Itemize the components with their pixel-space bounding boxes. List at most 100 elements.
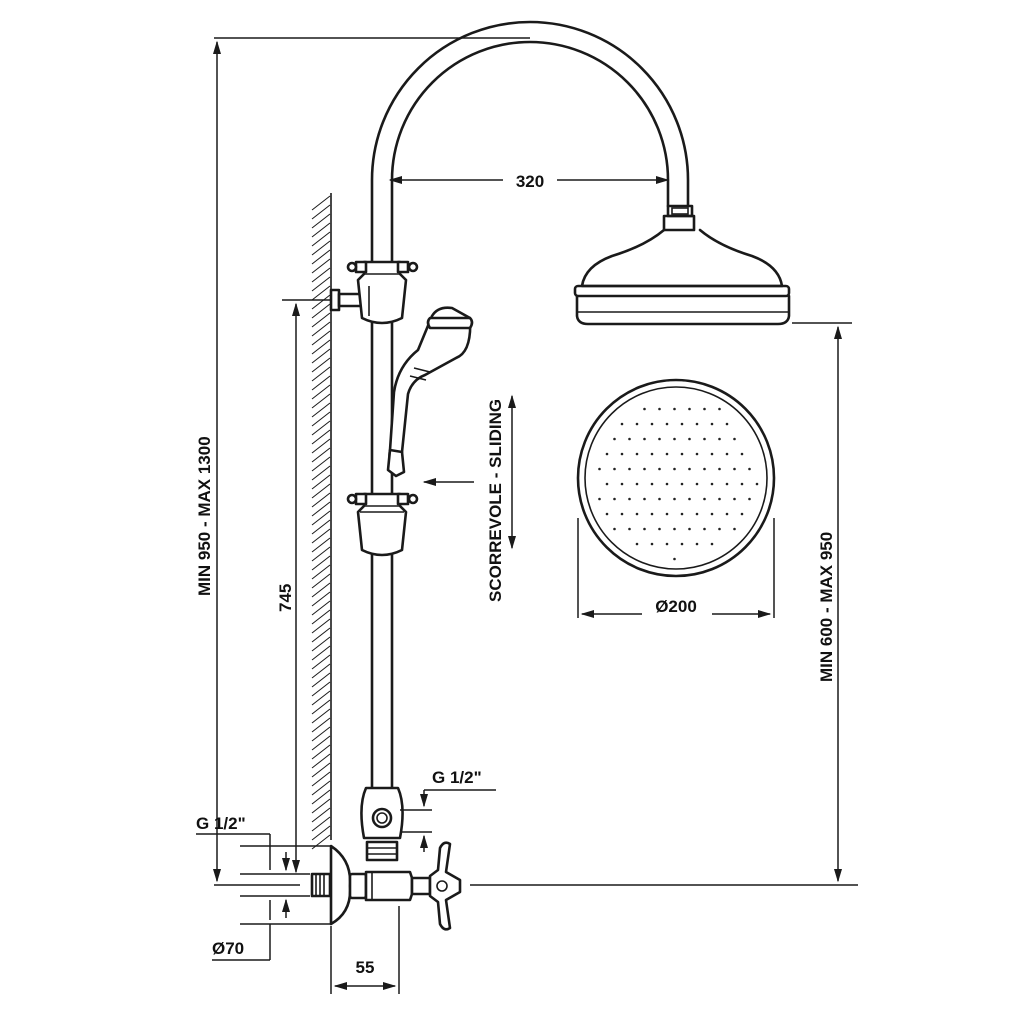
wall-hatching: [311, 195, 331, 850]
hatch-line: [311, 366, 331, 382]
nozzle-dot: [620, 482, 624, 486]
nozzle-dot: [710, 422, 714, 426]
nozzle-dot: [658, 467, 661, 471]
hatch-line: [311, 465, 331, 481]
hatch-line: [311, 735, 331, 751]
hatch-line: [311, 537, 331, 553]
wall-connection-label: G 1/2": [196, 814, 246, 833]
nozzle-dot: [613, 497, 616, 501]
hatch-line: [311, 456, 331, 472]
nozzle-dot: [635, 542, 639, 546]
hatch-line: [311, 303, 331, 319]
nozzle-dot: [733, 467, 736, 471]
rail-height-dimension: 745: [276, 299, 330, 874]
nozzle-dot: [718, 527, 721, 531]
wall-offset-dimension: 55: [330, 906, 400, 994]
wall: [311, 193, 332, 850]
outlet-connection-label: G 1/2": [432, 768, 482, 787]
nozzle-dot: [680, 422, 684, 426]
nozzle-dot: [628, 527, 631, 531]
hatch-line: [311, 780, 331, 796]
hatch-line: [311, 375, 331, 391]
hatch-line: [311, 249, 331, 265]
nozzle-dot: [635, 452, 639, 456]
nozzle-dot: [748, 467, 751, 471]
wall-connection-dimension: G 1/2": [196, 814, 310, 918]
hatch-line: [311, 285, 331, 301]
hatch-line: [311, 699, 331, 715]
nozzle-dot: [680, 452, 684, 456]
nozzle-dot: [628, 497, 631, 501]
hatch-line: [311, 411, 331, 427]
hatch-line: [311, 798, 331, 814]
nozzle-dot: [665, 482, 669, 486]
hatch-line: [311, 573, 331, 589]
nozzle-dot: [650, 422, 654, 426]
nozzle-dot: [718, 407, 721, 411]
flange-diameter-dimension: Ø70: [212, 845, 330, 961]
nozzle-dot: [688, 407, 691, 411]
nozzle-dot: [620, 452, 624, 456]
nozzle-dot: [755, 482, 759, 486]
nozzle-dot: [673, 557, 676, 561]
nozzle-dot: [665, 452, 669, 456]
flange-diameter-label: Ø70: [212, 939, 244, 958]
hatch-line: [311, 636, 331, 652]
hatch-line: [311, 762, 331, 778]
head-height-label: MIN 600 - MAX 950: [817, 532, 836, 682]
nozzle-dot: [643, 467, 646, 471]
nozzle-dot: [718, 467, 721, 471]
hatch-line: [311, 609, 331, 625]
hatch-line: [311, 204, 331, 220]
nozzle-dot: [673, 467, 676, 471]
nozzle-dot: [740, 482, 744, 486]
hatch-line: [311, 510, 331, 526]
hatch-line: [311, 825, 331, 841]
hatch-line: [311, 348, 331, 364]
hatch-line: [311, 816, 331, 832]
nozzle-dot: [635, 422, 639, 426]
nozzle-dot: [703, 467, 706, 471]
nozzle-dot: [665, 542, 669, 546]
shower-arm: [370, 20, 690, 264]
nozzle-dot: [673, 527, 676, 531]
nozzle-dot: [620, 512, 624, 516]
nozzle-dot: [725, 422, 729, 426]
head-diameter-label: Ø200: [655, 597, 697, 616]
shower-head-nozzles: [598, 407, 759, 561]
nozzle-dot: [605, 512, 609, 516]
nozzle-dot: [695, 422, 699, 426]
hatch-line: [311, 402, 331, 418]
nozzle-dot: [703, 437, 706, 441]
nozzle-dot: [688, 527, 691, 531]
nozzle-dot: [605, 482, 609, 486]
outlet-connection-dimension: G 1/2": [400, 768, 496, 852]
hatch-line: [311, 258, 331, 274]
sliding-bracket: [346, 492, 419, 557]
nozzle-dot: [695, 452, 699, 456]
nozzle-dot: [673, 497, 676, 501]
hatch-line: [311, 231, 331, 247]
nozzle-dot: [725, 452, 729, 456]
nozzle-dot: [658, 497, 661, 501]
head-height-dimension: MIN 600 - MAX 950: [470, 322, 858, 886]
nozzle-dot: [710, 482, 714, 486]
hatch-line: [311, 474, 331, 490]
nozzle-dot: [613, 467, 616, 471]
hatch-line: [311, 807, 331, 823]
hatch-line: [311, 393, 331, 409]
hatch-line: [311, 267, 331, 283]
nozzle-dot: [658, 437, 661, 441]
hatch-line: [311, 627, 331, 643]
hatch-line: [311, 213, 331, 229]
nozzle-dot: [658, 407, 661, 411]
nozzle-dot: [620, 422, 624, 426]
hatch-line: [311, 240, 331, 256]
hatch-line: [311, 483, 331, 499]
hatch-line: [311, 546, 331, 562]
nozzle-dot: [733, 437, 736, 441]
nozzle-dot: [613, 437, 616, 441]
hatch-line: [311, 447, 331, 463]
hatch-line: [311, 744, 331, 760]
hatch-line: [311, 717, 331, 733]
